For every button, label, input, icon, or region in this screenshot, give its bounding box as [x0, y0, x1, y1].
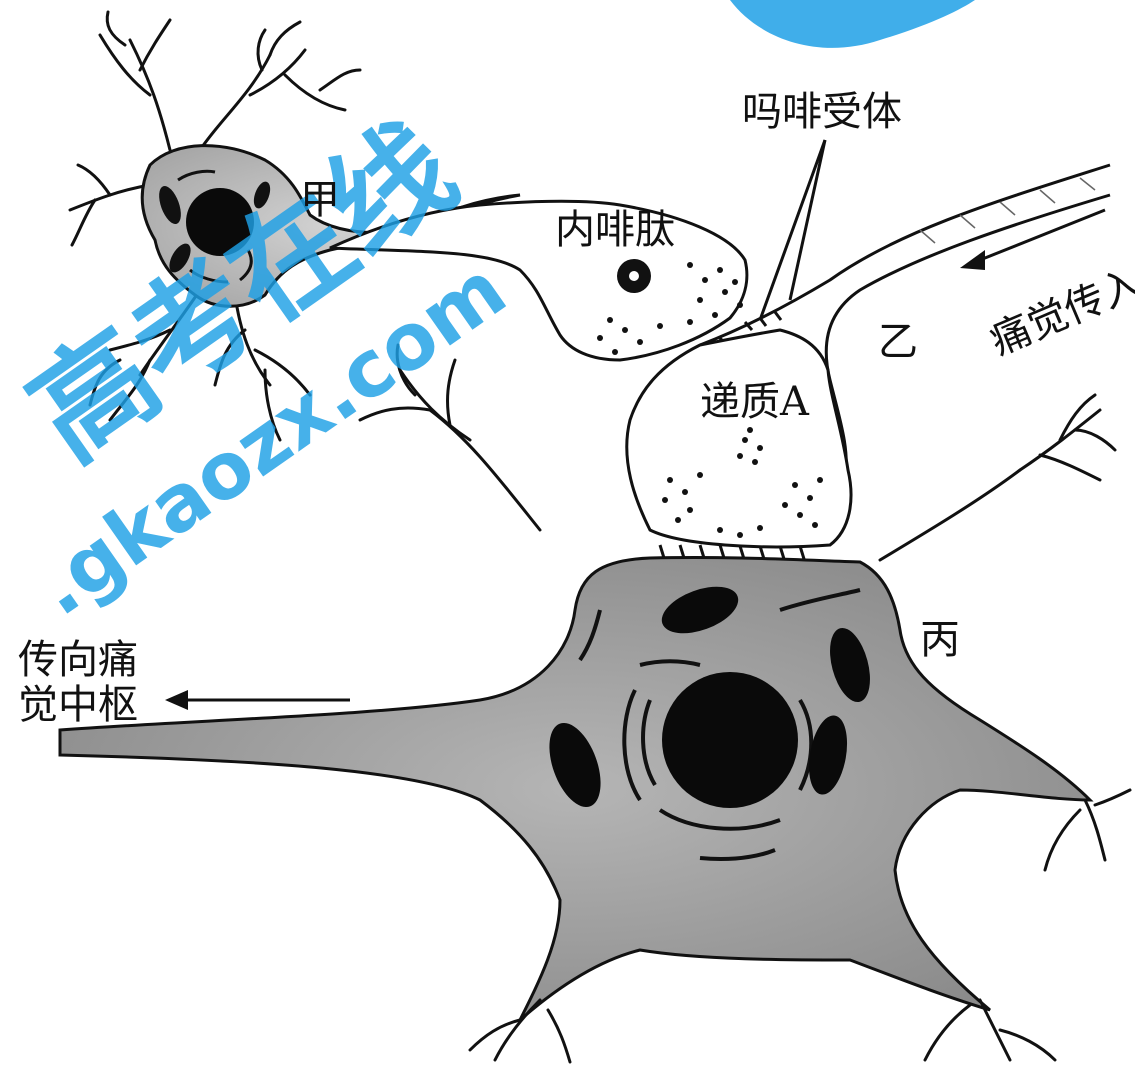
neuron-bing-nucleus — [662, 672, 798, 808]
label-to-center-line2: 觉中枢 — [18, 685, 138, 725]
synaptic-terminal-yi — [627, 330, 851, 559]
watermark-shapes — [730, 0, 975, 48]
dendrites-right — [880, 395, 1115, 560]
label-yi: 乙 — [878, 322, 918, 362]
neuron-bing — [60, 557, 1130, 1062]
label-endorphin: 内啡肽 — [555, 210, 675, 250]
leader-lines — [760, 140, 825, 320]
label-to-center-line1: 传向痛 — [18, 640, 138, 680]
label-morphine-receptor: 吗啡受体 — [742, 92, 902, 132]
to-center-arrow — [165, 690, 350, 710]
label-jia: 甲 — [300, 180, 340, 220]
neuron-jia-nucleus — [186, 188, 254, 256]
label-transmitter-a: 递质A — [700, 382, 809, 422]
label-bing: 丙 — [920, 620, 960, 660]
dendrites-middle — [360, 345, 540, 530]
